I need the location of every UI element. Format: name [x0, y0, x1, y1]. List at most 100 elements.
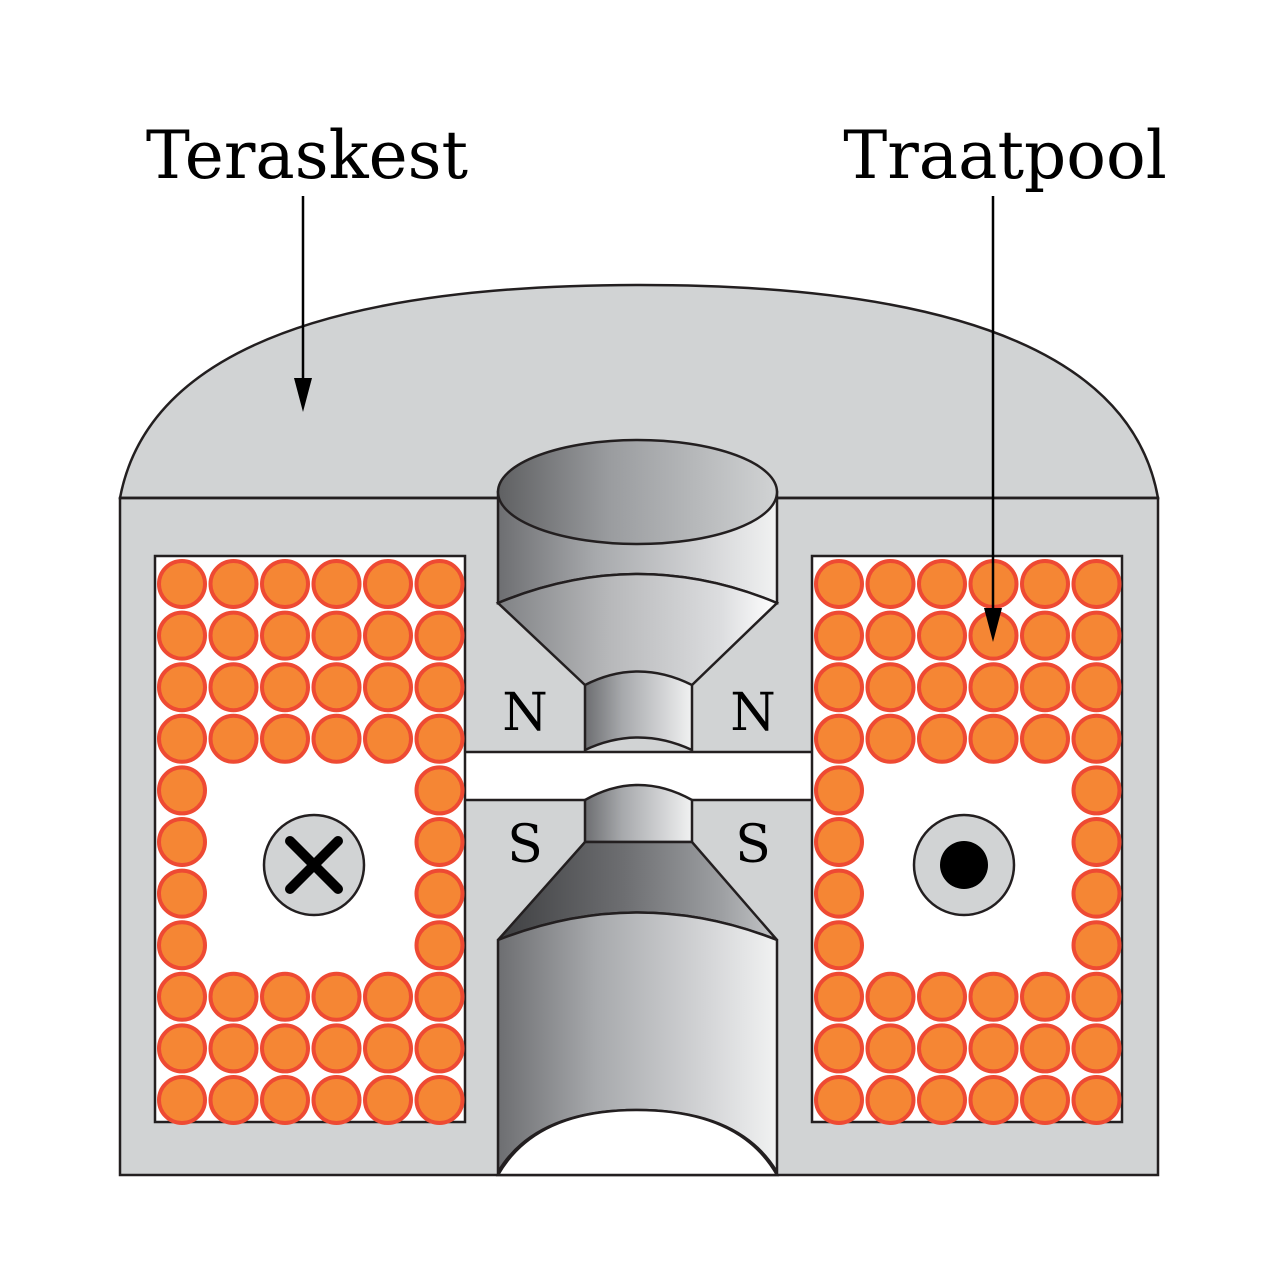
wire-coil-right: [814, 559, 1122, 1125]
wire-strand: [260, 971, 310, 1022]
pole-label-north-right: N: [730, 683, 776, 743]
wire-strand: [814, 559, 864, 609]
out-of-page-dot-icon: [912, 813, 1016, 917]
wire-strand: [968, 662, 1019, 713]
wire-strand: [814, 1075, 864, 1125]
wire-strand: [865, 1023, 916, 1074]
arrow-coil-head: [984, 608, 1002, 642]
wire-strand: [208, 971, 259, 1022]
wire-strand: [208, 662, 259, 713]
wire-strand: [414, 920, 465, 971]
wire-strand: [260, 610, 310, 661]
wire-strand: [260, 713, 310, 764]
wire-strand: [1020, 610, 1070, 661]
pole-label-south-right: S: [735, 815, 771, 875]
wire-strand: [363, 1023, 413, 1074]
wire-strand: [1020, 1075, 1070, 1125]
wire-strand: [363, 662, 413, 713]
wire-strand: [208, 559, 259, 609]
wire-strand: [414, 1075, 465, 1125]
wire-strand: [363, 559, 413, 609]
wire-strand: [157, 868, 207, 919]
wire-strand: [814, 817, 864, 867]
wire-strand: [814, 765, 864, 816]
wire-strand: [157, 713, 207, 764]
wire-strand: [865, 713, 916, 764]
wire-strand: [157, 559, 207, 609]
wire-strand: [311, 1075, 362, 1125]
wire-strand: [157, 971, 207, 1022]
wire-coil-left: [157, 559, 465, 1125]
wire-strand: [1071, 713, 1122, 764]
wire-strand: [917, 610, 967, 661]
wire-strand: [917, 971, 967, 1022]
wire-strand: [414, 971, 465, 1022]
wire-strand: [311, 971, 362, 1022]
wire-strand: [157, 1023, 207, 1074]
wire-strand: [414, 1023, 465, 1074]
wire-strand: [865, 1075, 916, 1125]
wire-strand: [865, 610, 916, 661]
label-coil: Traatpool: [843, 117, 1167, 194]
pole-label-north-left: N: [502, 683, 548, 743]
wire-strand: [917, 662, 967, 713]
wire-strand: [157, 662, 207, 713]
wire-strand: [157, 817, 207, 867]
wire-strand: [1020, 713, 1070, 764]
wire-strand: [968, 1023, 1019, 1074]
wire-strand: [157, 1075, 207, 1125]
wire-strand: [414, 868, 465, 919]
wire-strand: [814, 1023, 864, 1074]
upper-cone: [495, 572, 780, 687]
wire-strand: [865, 971, 916, 1022]
wire-strand: [311, 559, 362, 609]
upper-tip: [583, 670, 694, 752]
wire-strand: [814, 662, 864, 713]
wire-strand: [414, 817, 465, 867]
wire-strand: [1071, 920, 1122, 971]
upper-pole-piece: [495, 438, 780, 752]
wire-strand: [363, 971, 413, 1022]
wire-strand: [311, 1023, 362, 1074]
lower-cylinder-bottom-bore: [495, 1108, 780, 1177]
wire-strand: [917, 1023, 967, 1074]
wire-strand: [311, 662, 362, 713]
wire-strand: [157, 765, 207, 816]
lower-pole-piece: [495, 783, 780, 1177]
wire-strand: [157, 920, 207, 971]
wire-strand: [311, 610, 362, 661]
arrow-core-head: [294, 378, 312, 412]
wire-strand: [260, 662, 310, 713]
wire-strand: [1020, 559, 1070, 609]
wire-strand: [363, 610, 413, 661]
wire-strand: [1071, 1023, 1122, 1074]
wire-strand: [814, 713, 864, 764]
wire-strand: [814, 971, 864, 1022]
wire-strand: [1071, 868, 1122, 919]
wire-strand: [363, 713, 413, 764]
wire-strand: [814, 610, 864, 661]
wire-strand: [208, 610, 259, 661]
wire-strand: [414, 610, 465, 661]
upper-cylinder-top: [496, 438, 779, 546]
wire-strand: [1071, 765, 1122, 816]
wire-strand: [260, 1075, 310, 1125]
wire-strand: [1020, 662, 1070, 713]
wire-strand: [917, 713, 967, 764]
wire-strand: [157, 610, 207, 661]
wire-strand: [968, 1075, 1019, 1125]
wire-strand: [311, 713, 362, 764]
wire-strand: [208, 713, 259, 764]
wire-strand: [208, 1023, 259, 1074]
wire-strand: [414, 559, 465, 609]
wire-strand: [814, 920, 864, 971]
core-dome: [118, 283, 1160, 500]
wire-strand: [865, 559, 916, 609]
into-page-cross-icon: [262, 813, 366, 917]
wire-strand: [1071, 971, 1122, 1022]
wire-strand: [865, 662, 916, 713]
wire-strand: [1071, 1075, 1122, 1125]
wire-strand: [1071, 610, 1122, 661]
wire-strand: [1020, 1023, 1070, 1074]
